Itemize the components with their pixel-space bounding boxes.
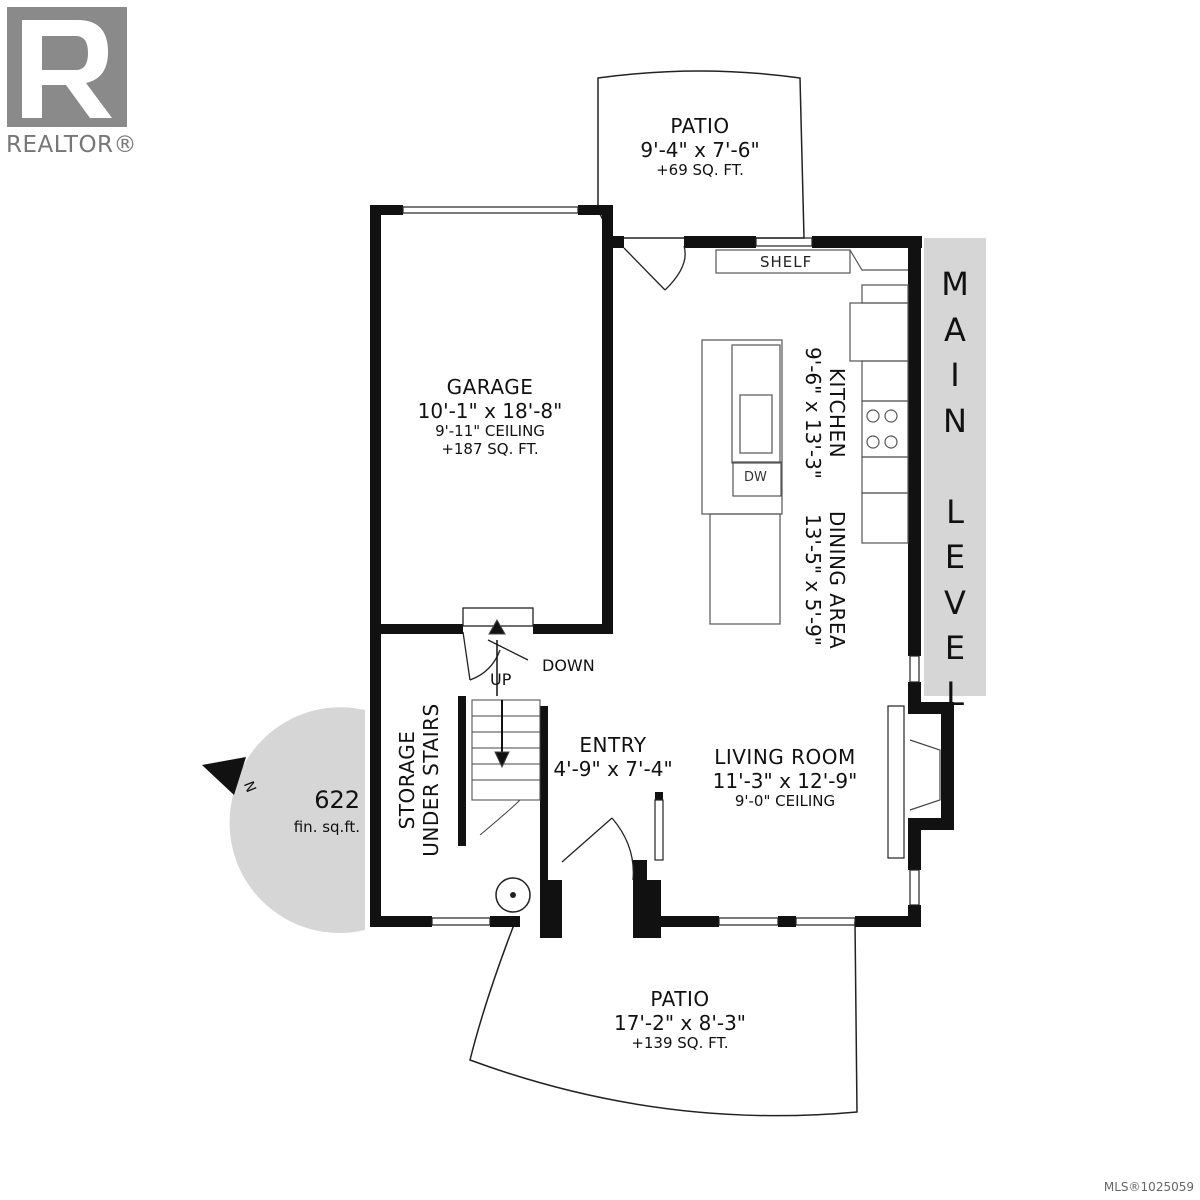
- room-area: +139 SQ. FT.: [631, 1034, 729, 1053]
- room-dimensions: 13'-5" x 5'-9": [801, 513, 826, 646]
- mls-number: MLS®1025059: [1103, 1180, 1194, 1194]
- kitchen-fixtures: [701, 249, 909, 625]
- room-patio-top: PATIO 9'-4" x 7'-6" +69 SQ. FT.: [610, 114, 790, 180]
- level-letter: V: [944, 583, 966, 622]
- room-name-line1: STORAGE: [395, 730, 419, 830]
- room-area: +69 SQ. FT.: [656, 161, 744, 180]
- room-dimensions: 9'-6" x 13'-3": [801, 346, 826, 479]
- room-dimensions: 10'-1" x 18'-8": [417, 398, 563, 423]
- finished-area-value: 622: [314, 786, 360, 814]
- room-ceiling: 9'-11" CEILING: [435, 422, 545, 441]
- stairs-down-label: DOWN: [542, 656, 595, 675]
- realtor-wordmark: REALTOR®: [6, 132, 138, 158]
- room-dining-area: DINING AREA 13'-5" x 5'-9": [801, 505, 849, 655]
- room-name: PATIO: [670, 114, 730, 138]
- room-name: ENTRY: [579, 733, 647, 757]
- level-letter: L: [946, 492, 964, 531]
- room-name: LIVING ROOM: [714, 745, 856, 769]
- doors: [462, 245, 686, 881]
- patio-top-outline: [597, 70, 805, 239]
- compass-area-disc: [202, 707, 365, 933]
- room-living-room: LIVING ROOM 11'-3" x 12'-9" 9'-0" CEILIN…: [700, 745, 870, 811]
- level-letter: A: [944, 310, 966, 349]
- dishwasher-label: DW: [744, 470, 767, 485]
- level-letter: N: [943, 401, 967, 440]
- room-name: KITCHEN: [825, 367, 849, 459]
- level-banner: [924, 238, 986, 696]
- level-letter: E: [944, 629, 966, 667]
- room-patio-bottom: PATIO 17'-2" x 8'-3" +139 SQ. FT.: [580, 987, 780, 1053]
- room-name: DINING AREA: [825, 510, 849, 650]
- windows: [402, 206, 920, 926]
- room-name: PATIO: [650, 987, 710, 1011]
- level-letter: M: [941, 265, 969, 303]
- room-dimensions: 17'-2" x 8'-3": [613, 1010, 746, 1035]
- realtor-logo-mark: [7, 7, 127, 127]
- stairs: [471, 618, 541, 836]
- room-dimensions: 4'-9" x 7'-4": [553, 756, 673, 781]
- stairs-up-label: UP: [490, 670, 512, 689]
- room-dimensions: 9'-4" x 7'-6": [640, 137, 760, 162]
- water-heater-fixture: [495, 877, 531, 913]
- shelf-label: SHELF: [760, 253, 813, 271]
- room-name: GARAGE: [446, 375, 534, 399]
- room-entry: ENTRY 4'-9" x 7'-4": [548, 733, 678, 781]
- level-banner-text: M A I N L E V E L: [924, 262, 986, 717]
- level-letter: I: [950, 356, 960, 394]
- level-letter: E: [944, 538, 966, 576]
- level-letter: L: [946, 674, 964, 713]
- room-kitchen: KITCHEN 9'-6" x 13'-3": [801, 338, 849, 488]
- room-garage: GARAGE 10'-1" x 18'-8" 9'-11" CEILING +1…: [395, 375, 585, 459]
- room-area: +187 SQ. FT.: [441, 439, 539, 458]
- room-storage-under-stairs: STORAGE UNDER STAIRS: [395, 700, 443, 860]
- level-letter: [924, 444, 986, 490]
- finished-area-unit: fin. sq.ft.: [293, 818, 360, 836]
- patio-bottom-outline: [469, 921, 858, 1117]
- room-ceiling: 9'-0" CEILING: [734, 792, 836, 811]
- room-name-line2: UNDER STAIRS: [418, 703, 443, 857]
- room-dimensions: 11'-3" x 12'-9": [712, 768, 858, 793]
- walls: [370, 205, 954, 938]
- fireplace: [909, 739, 941, 811]
